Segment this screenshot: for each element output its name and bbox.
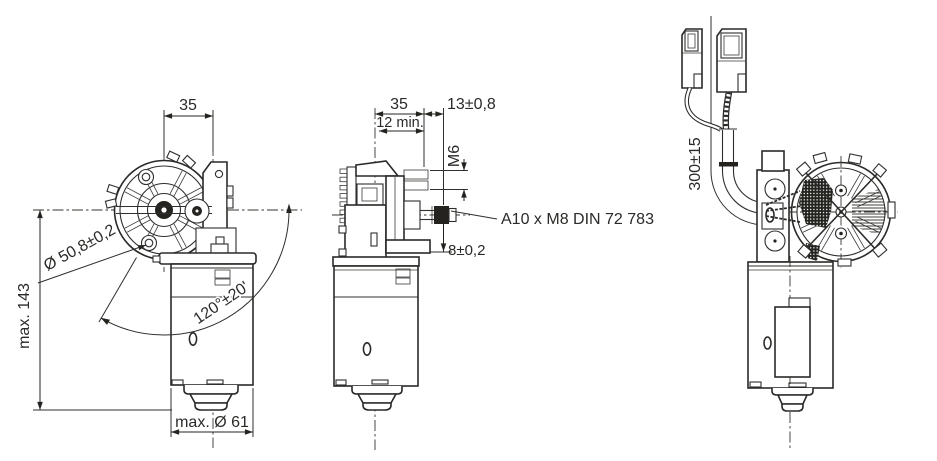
- end-cap: [183, 385, 239, 395]
- retaining-strap: [805, 172, 879, 253]
- dim-front-width: 35: [179, 97, 197, 114]
- dim-front-bolt-circle: Ø 50,8±0,2: [41, 221, 118, 274]
- threaded-stud: [403, 180, 429, 191]
- retaining-strap: [804, 171, 880, 251]
- motor-body-side: [333, 265, 419, 387]
- body-label-window: [774, 306, 811, 378]
- dim-front-diameter: max. Ø 61: [175, 414, 249, 431]
- hatched-sector: [852, 189, 887, 235]
- front-view: 35 Ø 50,8±0,2 max. 143 120°±20' max. Ø 6…: [16, 97, 302, 448]
- threaded-stud: [403, 169, 429, 180]
- dim-side-offset: 8±0,2: [448, 242, 485, 259]
- mounting-hole: [140, 234, 158, 252]
- side-view: 35 13±0,8 12 min. M6 A10 x M8 DIN 72 783…: [332, 96, 654, 450]
- connector-plug-left: [681, 28, 703, 89]
- rear-view: 300±15: [681, 16, 898, 448]
- shaft-nut: [434, 206, 449, 224]
- cable-band: [719, 162, 738, 167]
- motor-body: [170, 263, 254, 386]
- wire-bundle-area: [799, 178, 833, 228]
- dim-side-stud-length: 13±0,8: [447, 96, 496, 113]
- motor-flange: [158, 252, 257, 265]
- dim-side-thread-depth: 12 min.: [376, 115, 424, 131]
- dim-front-height: max. 143: [16, 283, 33, 349]
- body-vent-oval: [188, 331, 198, 346]
- gearbox-housing: [344, 204, 387, 262]
- dim-side-thread-size: M6: [446, 145, 463, 167]
- dim-side-width: 35: [390, 96, 408, 113]
- sweep-arc: [101, 209, 290, 336]
- terminal-boss: [764, 178, 786, 200]
- dim-rear-cable-length: 300±15: [687, 137, 704, 190]
- terminal-boss: [764, 230, 786, 252]
- mounting-hole: [137, 168, 155, 186]
- label-shaft-spec: A10 x M8 DIN 72 783: [501, 211, 654, 228]
